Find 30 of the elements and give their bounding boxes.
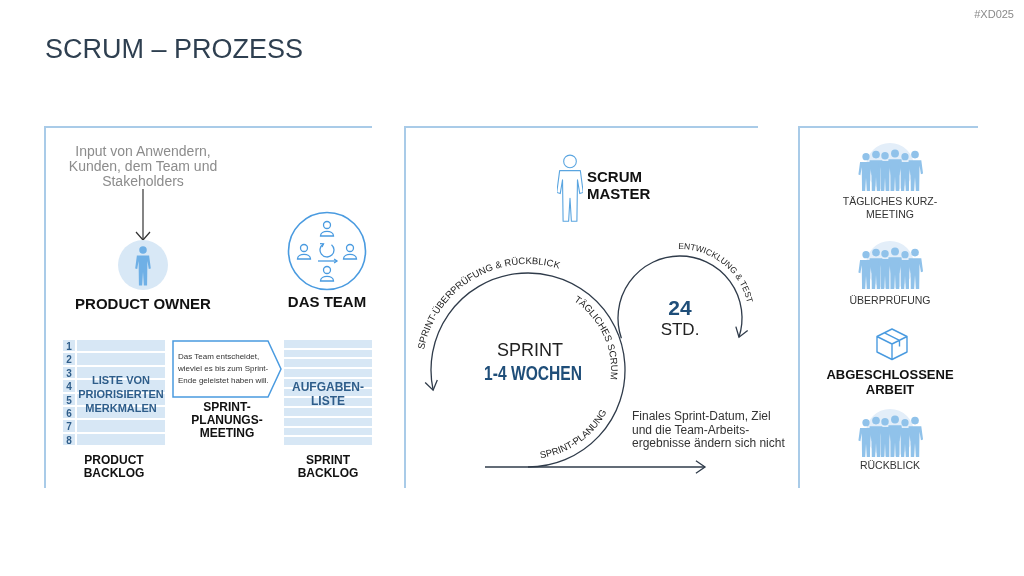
note-text: Das Team entscheidet, wieviel es bis zum Sprint-Ende geleistet haben will.	[178, 351, 270, 387]
row-number: 7	[65, 420, 73, 434]
backlog-heading: SPRINT BACKLOG	[296, 454, 360, 480]
sprint-duration: 1-4 WOCHEN	[484, 361, 582, 385]
page-title: SCRUM – PROZESS	[45, 34, 304, 65]
note-text: Finales Sprint-Datum, Ziel und die Team-Arbeits-ergebnisse ändern sich nicht	[632, 410, 786, 451]
meeting-heading: SPRINT-PLANUNGS-MEETING	[190, 401, 264, 440]
role-label: SCRUM MASTER	[587, 168, 652, 202]
result-caption: ABGESCHLOSSENE ARBEIT	[825, 367, 955, 397]
event-caption: ÜBERPRÜFUNG	[849, 294, 931, 307]
sprint-label: SPRINT	[497, 339, 563, 361]
event-caption: RÜCKBLICK	[859, 459, 921, 472]
row-number: 6	[65, 406, 73, 421]
duration-number: 24	[668, 295, 692, 320]
duration-unit: STD.	[660, 320, 700, 340]
row-number: 2	[65, 353, 73, 367]
list-title: LISTE VON PRIORISIERTEN MERKMALEN	[77, 372, 165, 415]
row-number: 3	[65, 366, 73, 381]
arrow	[135, 188, 151, 241]
list-title: AUFGABEN-LISTE	[291, 379, 365, 408]
input-note: Input von Anwendern, Kunden, dem Team und Stakeholders	[67, 144, 219, 189]
role-label: DAS TEAM	[287, 293, 367, 310]
role-label: PRODUCT OWNER	[75, 295, 211, 312]
row-number: 8	[65, 433, 73, 447]
row-number: 4	[65, 380, 73, 394]
event-caption: TÄGLICHES KURZ-MEETING	[841, 195, 939, 221]
backlog-heading: PRODUCT BACKLOG	[82, 454, 146, 480]
row-number: 5	[65, 393, 73, 407]
slide-code: #XD025	[974, 8, 1014, 21]
row-number: 1	[65, 340, 73, 354]
